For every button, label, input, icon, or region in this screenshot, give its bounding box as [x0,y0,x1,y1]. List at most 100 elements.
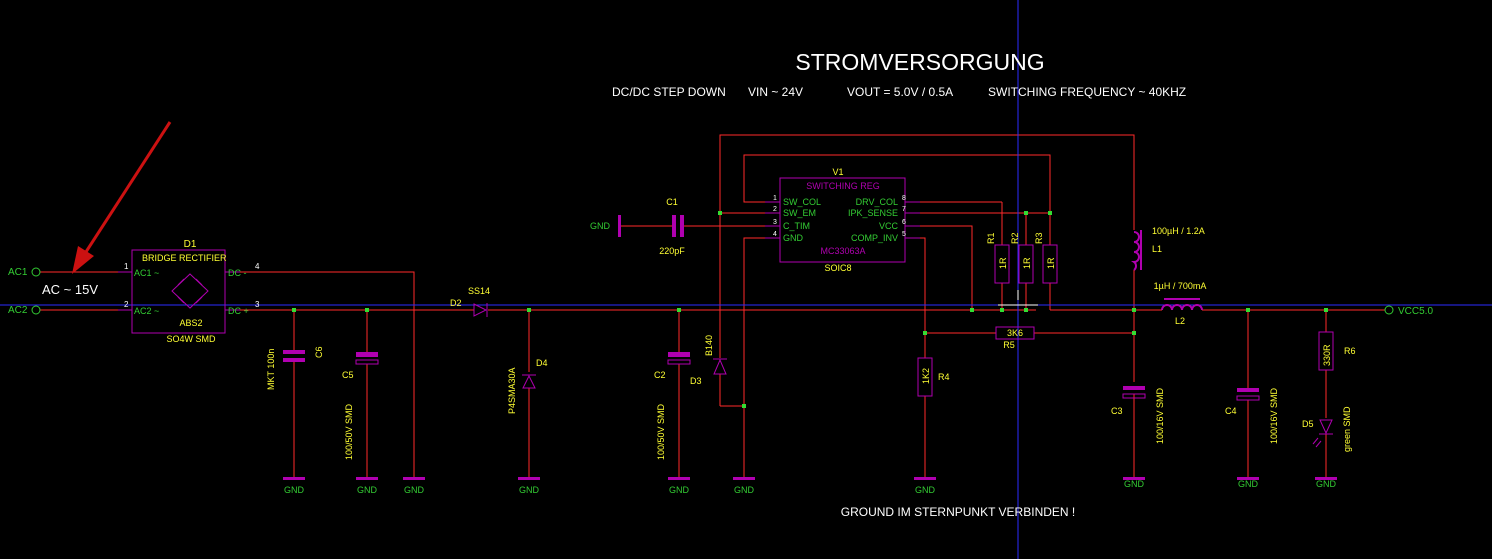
v1-num-r8: 8 [902,195,906,202]
c6-capacitor: C6 MKT 100n [266,346,324,390]
svg-text:GND: GND [404,485,425,495]
c4-ref: C4 [1225,406,1237,416]
v1-num-l3: 3 [773,219,777,226]
d3-ref: D3 [690,376,702,386]
d1-pin-ac2: AC2 ~ [134,306,159,316]
r1-value: 1R [998,257,1008,269]
svg-text:AC1: AC1 [8,267,28,278]
r6-value: 330R [1322,344,1332,366]
svg-text:GND: GND [1124,479,1145,489]
c3-capacitor: C3 100/16V SMD [1111,386,1165,444]
l2-value: 1µH / 700mA [1154,281,1207,291]
port-vcc: VCC5.0 [1384,305,1433,317]
v1-num-r7: 7 [902,206,906,213]
svg-text:VCC5.0: VCC5.0 [1398,306,1433,317]
svg-text:GND: GND [357,485,378,495]
r4-resistor: 1K2 R4 [917,357,950,397]
r2-ref: R2 [1010,232,1020,244]
d1-pin-num-3: 3 [255,300,260,309]
d3-diode: D3 B140 [690,335,727,386]
l2-inductor: 1µH / 700mA L2 [1154,281,1207,326]
svg-text:GND: GND [284,485,305,495]
v1-switching-regulator: V1 SWITCHING REG SW_COL SW_EM C_TIM GND … [765,167,920,273]
svg-text:GND: GND [519,485,540,495]
spec-type: DC/DC STEP DOWN [612,85,726,99]
svg-text:GND: GND [1238,479,1259,489]
d4-tvs-diode: D4 P4SMA30A [507,358,548,414]
r3-resistor: 1R R3 [1034,232,1058,284]
gnd-c3: GND [1123,477,1145,489]
r5-ref: R5 [1003,340,1015,350]
r3-ref: R3 [1034,232,1044,244]
v1-num-l1: 1 [773,195,777,202]
r5-value: 3K6 [1007,328,1023,338]
gnd-c6: GND [283,477,305,495]
d1-pin-dcm: DC - [228,268,247,278]
d2-diode: D2 SS14 [450,286,490,317]
r1-resistor: 1R R1 [986,232,1010,284]
spec-frequency: SWITCHING FREQUENCY ~ 40KHZ [988,85,1186,99]
annotation-arrow [72,121,172,274]
r6-resistor: 330R R6 [1318,331,1356,371]
d1-name: BRIDGE RECTIFIER [142,253,227,263]
svg-text:GND: GND [915,485,936,495]
page-title: STROMVERSORGUNG [795,49,1044,75]
d1-pin-dcp: DC + [228,306,249,316]
gnd-v1: GND [733,477,755,495]
v1-name: SWITCHING REG [806,181,880,191]
v1-pin-r6: VCC [879,221,899,231]
gnd-r4: GND [914,477,936,495]
d4-value: P4SMA30A [507,367,517,414]
c3-ref: C3 [1111,406,1123,416]
r2-resistor: 1R R2 [1010,232,1034,284]
c5-value: 100/50V SMD [344,403,354,460]
d5-ref: D5 [1302,419,1314,429]
v1-package: SOIC8 [824,263,851,273]
v1-ref: V1 [832,167,843,177]
c5-ref: C5 [342,370,354,380]
l1-ref: L1 [1152,244,1162,254]
svg-text:GND: GND [1316,479,1337,489]
port-ac1: AC1 [8,267,41,278]
v1-pin-l2: SW_EM [783,208,816,218]
d1-package: SO4W SMD [166,334,216,344]
l2-ref: L2 [1175,316,1185,326]
c1-capacitor: GND C1 220pF [590,197,685,256]
r1-ref: R1 [986,232,996,244]
c1-gnd-label: GND [590,221,611,231]
d1-pin-num-4: 4 [255,262,260,271]
c4-value: 100/16V SMD [1269,387,1279,444]
v1-pin-r5: COMP_INV [851,233,898,243]
annotation-label: AC ~ 15V [42,282,98,297]
d4-ref: D4 [536,358,548,368]
c4-capacitor: C4 100/16V SMD [1225,387,1279,444]
v1-pin-r8: DRV_COL [856,197,898,207]
d1-pin-num-1: 1 [124,262,129,271]
d1-value: ABS2 [179,318,202,328]
d3-value: B140 [704,335,714,356]
v1-num-l4: 4 [773,231,777,238]
svg-text:AC2: AC2 [8,305,28,316]
d1-pin-ac1: AC1 ~ [134,268,159,278]
d1-bridge-rectifier: D1 BRIDGE RECTIFIER AC1 ~ AC2 ~ DC - DC … [118,239,260,344]
d5-value: green SMD [1342,406,1352,452]
c2-capacitor: C2 100/50V SMD [654,352,691,460]
gnd-d1: GND [403,477,425,495]
c6-ref: C6 [314,346,324,358]
d2-value: SS14 [468,286,490,296]
gnd-d5: GND [1315,477,1337,489]
d5-led: D5 green SMD [1302,406,1352,452]
gnd-c4: GND [1237,477,1259,489]
svg-text:GND: GND [734,485,755,495]
gnd-symbols: GND GND GND GND GND GND GND GND GND GND [283,477,1337,495]
spec-vout: VOUT = 5.0V / 0.5A [847,85,953,99]
r4-value: 1K2 [921,368,931,384]
svg-text:GND: GND [669,485,690,495]
gnd-d4: GND [518,477,540,495]
r3-value: 1R [1046,257,1056,269]
cursor-mark [998,290,1038,306]
r5-resistor: 3K6 R5 [995,326,1035,350]
r6-ref: R6 [1344,346,1356,356]
